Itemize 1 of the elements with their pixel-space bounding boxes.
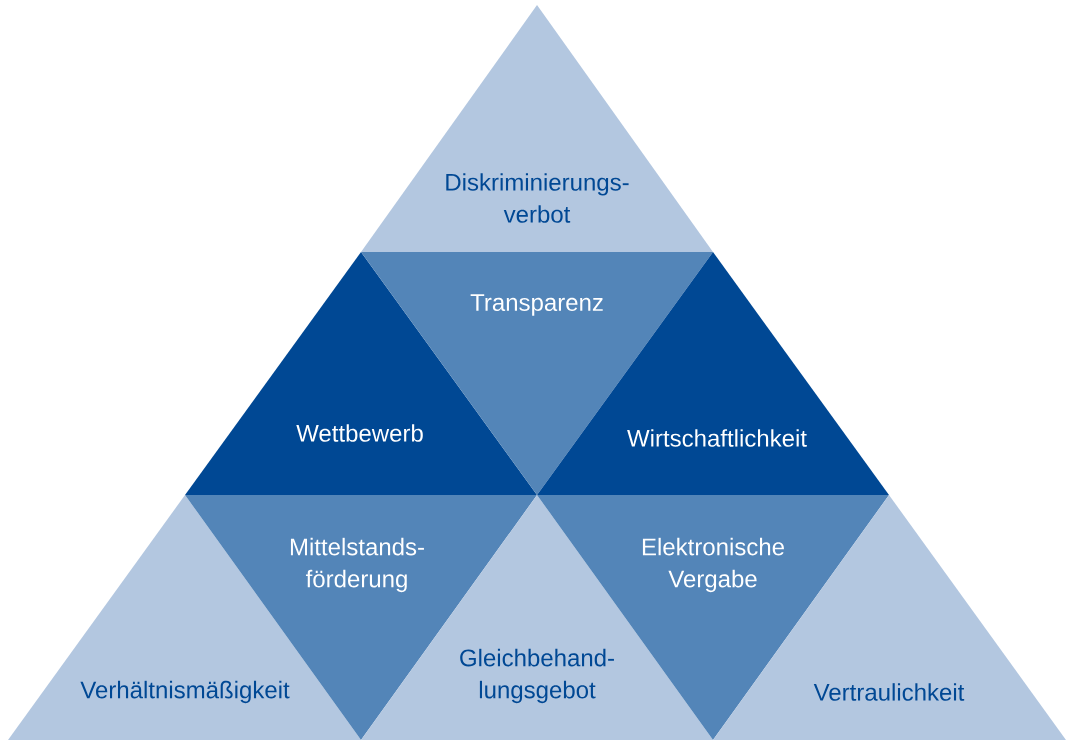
- triangle-segment: Diskriminierungs- verbot: [361, 5, 713, 252]
